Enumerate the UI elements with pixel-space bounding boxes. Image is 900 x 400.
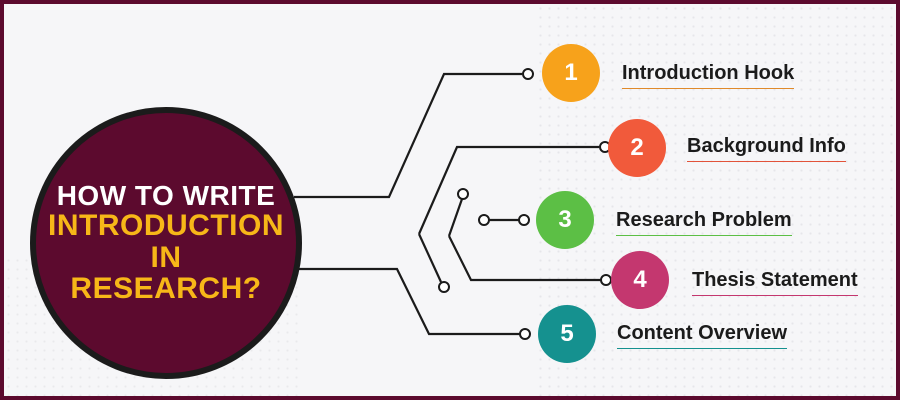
connector-2 [417,145,599,235]
step-5-badge: 5 [538,305,596,363]
connector-4 [448,235,601,282]
step-2-badge: 2 [608,119,666,177]
connector-node-4-end [457,188,469,200]
title-line-2: INTRODUCTION IN [48,209,284,274]
title-circle: HOW TO WRITE INTRODUCTION IN RESEARCH? [30,107,302,379]
connector-node-3a [478,214,490,226]
step-5-number: 5 [560,320,574,347]
step-1-badge: 1 [542,44,600,102]
connector-2-tail [418,233,442,283]
step-2-label: Background Info [687,135,846,162]
step-5-label: Content Overview [617,322,788,349]
step-3-number: 3 [558,206,572,233]
step-4-number: 4 [633,266,647,293]
step-4-label: Thesis Statement [692,269,858,296]
connector-node-5 [519,328,531,340]
step-2-number: 2 [630,134,644,161]
connector-node-2-end [438,281,450,293]
step-1-label: Introduction Hook [622,62,795,89]
step-3-label: Research Problem [616,209,792,236]
step-4-badge: 4 [611,251,669,309]
connector-node-3b [518,214,530,226]
step-1-number: 1 [564,59,578,86]
title-line-1: HOW TO WRITE [56,180,276,212]
step-3-badge: 3 [536,191,594,249]
connector-5 [294,267,520,336]
connector-node-1 [522,68,534,80]
connector-1 [294,72,522,199]
title-line-3: RESEARCH? [70,272,262,306]
connector-node-4 [600,274,612,286]
connector-4-tail [447,198,464,237]
connector-lines [294,68,612,340]
